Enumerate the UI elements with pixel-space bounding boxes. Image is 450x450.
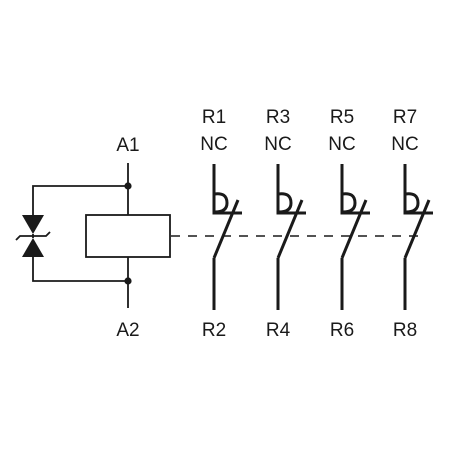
suppressor-wire-top: [32, 185, 128, 215]
contact-3-nc-hook: [341, 192, 357, 214]
contact-2-type: NC: [264, 134, 291, 155]
contact-1: R1 NC R2: [200, 107, 242, 341]
suppressor-wire-bottom: [32, 257, 128, 282]
contact-4-blade: [403, 199, 431, 259]
relay-coil: [85, 214, 171, 258]
contact-4-bottom-terminal: R8: [393, 320, 417, 341]
contact-3-top-terminal: R5: [330, 107, 354, 128]
contact-1-bottom-terminal: R2: [202, 320, 226, 341]
contact-4-nc-hook: [404, 192, 420, 214]
junction-dot-top: [124, 182, 132, 190]
contact-2-blade: [276, 199, 304, 259]
coil-terminal-a2-label: A2: [116, 320, 139, 341]
contact-1-top-terminal: R1: [202, 107, 226, 128]
coil-circuit: [32, 163, 132, 308]
junction-dot-bottom: [124, 277, 132, 285]
contact-3-bottom-terminal: R6: [330, 320, 354, 341]
contact-1-nc-hook: [213, 192, 229, 214]
contact-2-top-terminal: R3: [266, 107, 290, 128]
tvs-diode-symbol: [15, 215, 51, 257]
contact-3-blade: [340, 199, 368, 259]
contact-3-type: NC: [328, 134, 355, 155]
contact-4-type: NC: [391, 134, 418, 155]
contact-3: R5 NC R6: [328, 107, 370, 341]
tvs-diode-triangle-down: [22, 215, 44, 234]
contact-2-nc-hook: [277, 192, 293, 214]
contact-4: R7 NC R8: [391, 107, 433, 341]
contact-2-bottom-terminal: R4: [266, 320, 291, 341]
tvs-diode-triangle-up: [22, 238, 44, 257]
contact-1-type: NC: [200, 134, 227, 155]
contacts-group: R1 NC R2 R3 NC R4 R5 NC R6 R7: [200, 107, 433, 341]
contact-4-top-terminal: R7: [393, 107, 417, 128]
contact-1-blade: [212, 199, 240, 259]
contact-2: R3 NC R4: [264, 107, 306, 341]
coil-terminal-a1-label: A1: [116, 135, 139, 156]
